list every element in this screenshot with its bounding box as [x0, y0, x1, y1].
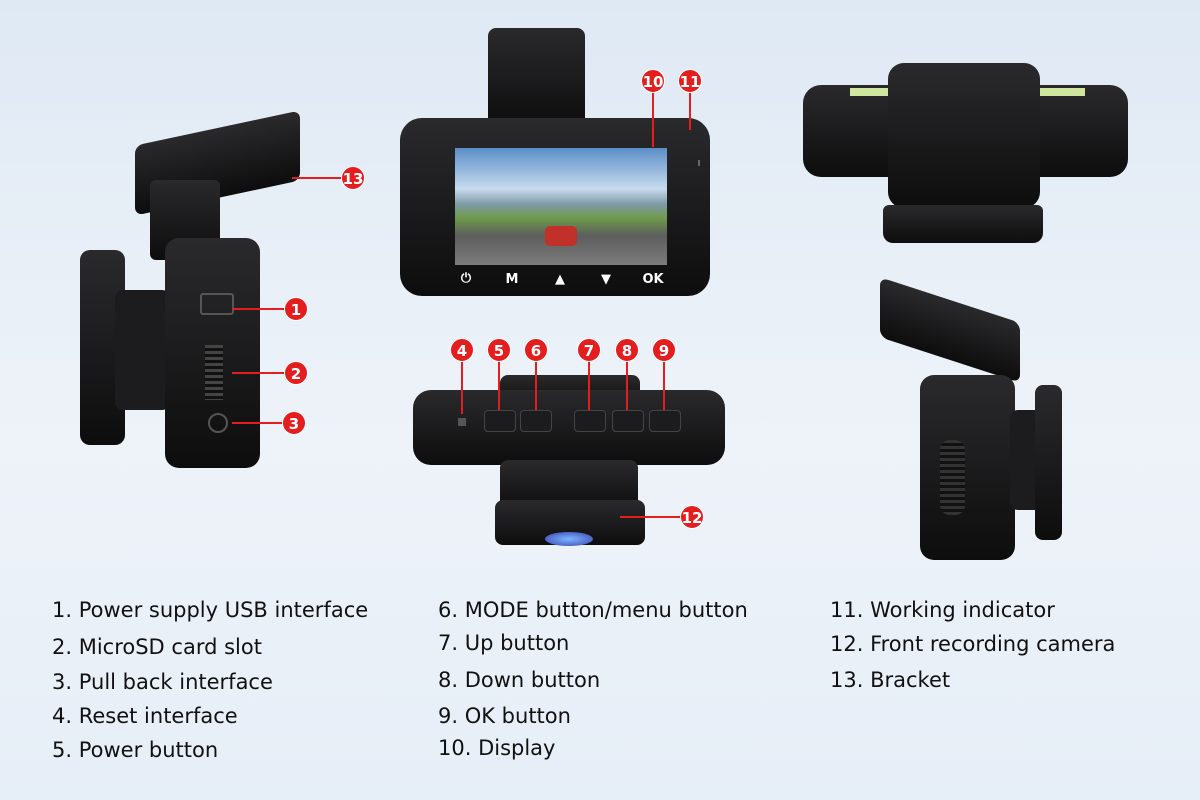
- mode-button[interactable]: [520, 410, 552, 432]
- ok-button-label[interactable]: OK: [642, 272, 664, 287]
- legend-item: 13. Bracket: [830, 668, 951, 692]
- legend-item: 12. Front recording camera: [830, 632, 1116, 656]
- callout-13: 13: [341, 166, 365, 190]
- mode-button-label[interactable]: M: [505, 272, 519, 287]
- legend-item: 7. Up button: [438, 631, 570, 655]
- suction-base: [883, 205, 1043, 243]
- callout-3: 3: [282, 411, 306, 435]
- callout-11: 11: [678, 69, 702, 93]
- ok-button[interactable]: [649, 410, 681, 432]
- callout-2: 2: [284, 361, 308, 385]
- power-icon[interactable]: ⏻: [460, 271, 472, 286]
- mount-block: [888, 63, 1040, 208]
- callout-5: 5: [487, 338, 511, 362]
- display-screen: [455, 148, 667, 265]
- callout-6: 6: [524, 338, 548, 362]
- usb-port: [200, 293, 234, 315]
- front-camera-lens: [545, 532, 593, 546]
- callout-7: 7: [577, 338, 601, 362]
- callout-12: 12: [680, 505, 704, 529]
- reset-hole[interactable]: [458, 418, 466, 426]
- callout-9: 9: [652, 338, 676, 362]
- lens-barrel: [115, 290, 170, 410]
- side-grille: [940, 440, 965, 515]
- working-indicator-led: [698, 160, 700, 166]
- legend-item: 2. MicroSD card slot: [52, 635, 262, 659]
- down-button-label[interactable]: ▼: [601, 272, 611, 287]
- legend-item: 10. Display: [438, 736, 556, 760]
- legend-item: 5. Power button: [52, 738, 219, 762]
- callout-4: 4: [450, 338, 474, 362]
- power-button[interactable]: [484, 410, 516, 432]
- legend-item: 3. Pull back interface: [52, 670, 273, 694]
- callout-8: 8: [615, 338, 639, 362]
- bracket-right: [880, 277, 1020, 383]
- pull-back-port: [208, 413, 228, 433]
- microsd-slot: [205, 345, 223, 400]
- legend-item: 4. Reset interface: [52, 704, 238, 728]
- up-button-label[interactable]: ▲: [555, 272, 565, 287]
- camera-body-right: [920, 375, 1015, 560]
- callout-10: 10: [641, 69, 665, 93]
- vent-right: [1040, 88, 1085, 96]
- legend-item: 11. Working indicator: [830, 598, 1055, 622]
- car-image: [545, 226, 577, 246]
- vent-left: [850, 88, 895, 96]
- up-button[interactable]: [574, 410, 606, 432]
- top-mount: [488, 28, 585, 128]
- suction-mount-right: [1035, 385, 1062, 540]
- down-button[interactable]: [612, 410, 644, 432]
- legend-item: 8. Down button: [438, 668, 601, 692]
- callout-1: 1: [284, 297, 308, 321]
- legend-item: 1. Power supply USB interface: [52, 598, 369, 622]
- legend-item: 9. OK button: [438, 704, 571, 728]
- legend-item: 6. MODE button/menu button: [438, 598, 748, 622]
